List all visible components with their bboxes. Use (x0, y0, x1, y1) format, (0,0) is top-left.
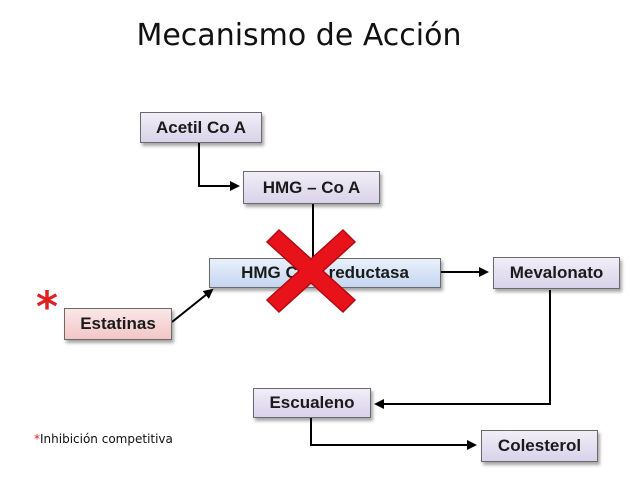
footnote: *Inhibición competitiva (34, 432, 173, 446)
node-acetil-co-a: Acetil Co A (140, 112, 262, 143)
node-escualeno: Escualeno (253, 388, 371, 418)
arrow-estatinas-to-reductasa (171, 288, 214, 323)
node-hmg-co-a: HMG – Co A (243, 171, 380, 204)
inhibition-cross-icon (265, 228, 357, 314)
footnote-asterisk: * (34, 432, 40, 446)
node-colesterol: Colesterol (481, 430, 598, 462)
arrow-mevalonato-to-escualeno (374, 290, 551, 409)
footnote-text: Inhibición competitiva (40, 432, 173, 446)
node-mevalonato: Mevalonato (493, 257, 620, 289)
arrow-escualeno-to-colesterol (310, 416, 477, 450)
asterisk-marker: * (36, 282, 58, 331)
page-title: Mecanismo de Acción (136, 18, 462, 53)
node-estatinas: Estatinas (64, 308, 172, 340)
arrow-acetil-to-hmgcoa (198, 143, 240, 191)
